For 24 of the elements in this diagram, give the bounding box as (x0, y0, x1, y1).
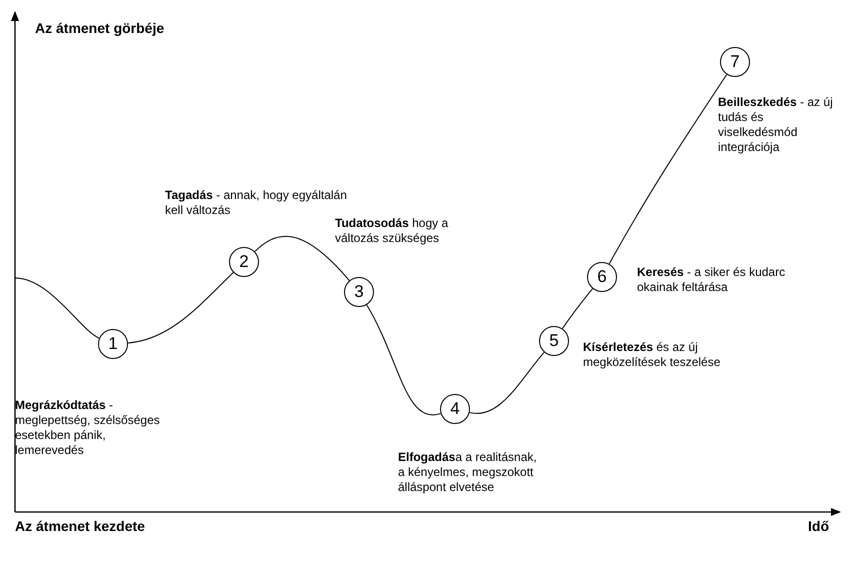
step-number-circle: 4 (440, 394, 470, 424)
stage-description: Kísérletezés és az új megközelítések teszelése (583, 340, 722, 370)
stage-description: Keresés - a siker és kudarc okainak feltárása (637, 265, 786, 295)
stage-description: Beilleszkedés - az új tudás és viselkedésmód integrációja (718, 95, 834, 155)
step-number-circle: 5 (539, 326, 569, 356)
curve-segment (608, 74, 728, 264)
step-number-circle: 6 (587, 262, 617, 292)
stage-description: Elfogadása a realitásnak, a kényelmes, megszokott álláspont elvetése (398, 450, 538, 495)
axis-title: Az átmenet görbéje (35, 20, 164, 36)
stage-description: Megrázkódtatás - meglepettség, szélsőséges esetekben pánik, lemerevedés (15, 398, 161, 458)
stage-description: Tudatosodás hogy a változás szükséges (335, 216, 450, 246)
curve-segment (366, 304, 442, 416)
axis-label: Idő (808, 518, 829, 534)
step-number-circle: 7 (720, 47, 750, 77)
curve-segment (254, 236, 350, 282)
curve-segment (469, 352, 545, 414)
curve-segment (127, 272, 234, 344)
curve-segment (562, 288, 594, 330)
axis-label: Az átmenet kezdete (15, 518, 145, 534)
curve-segment (14, 278, 100, 339)
step-number-circle: 1 (98, 329, 128, 359)
step-number-circle: 3 (344, 277, 374, 307)
stage-description: Tagadás - annak, hogy egyáltalán kell változás (165, 188, 348, 218)
step-number-circle: 2 (229, 247, 259, 277)
